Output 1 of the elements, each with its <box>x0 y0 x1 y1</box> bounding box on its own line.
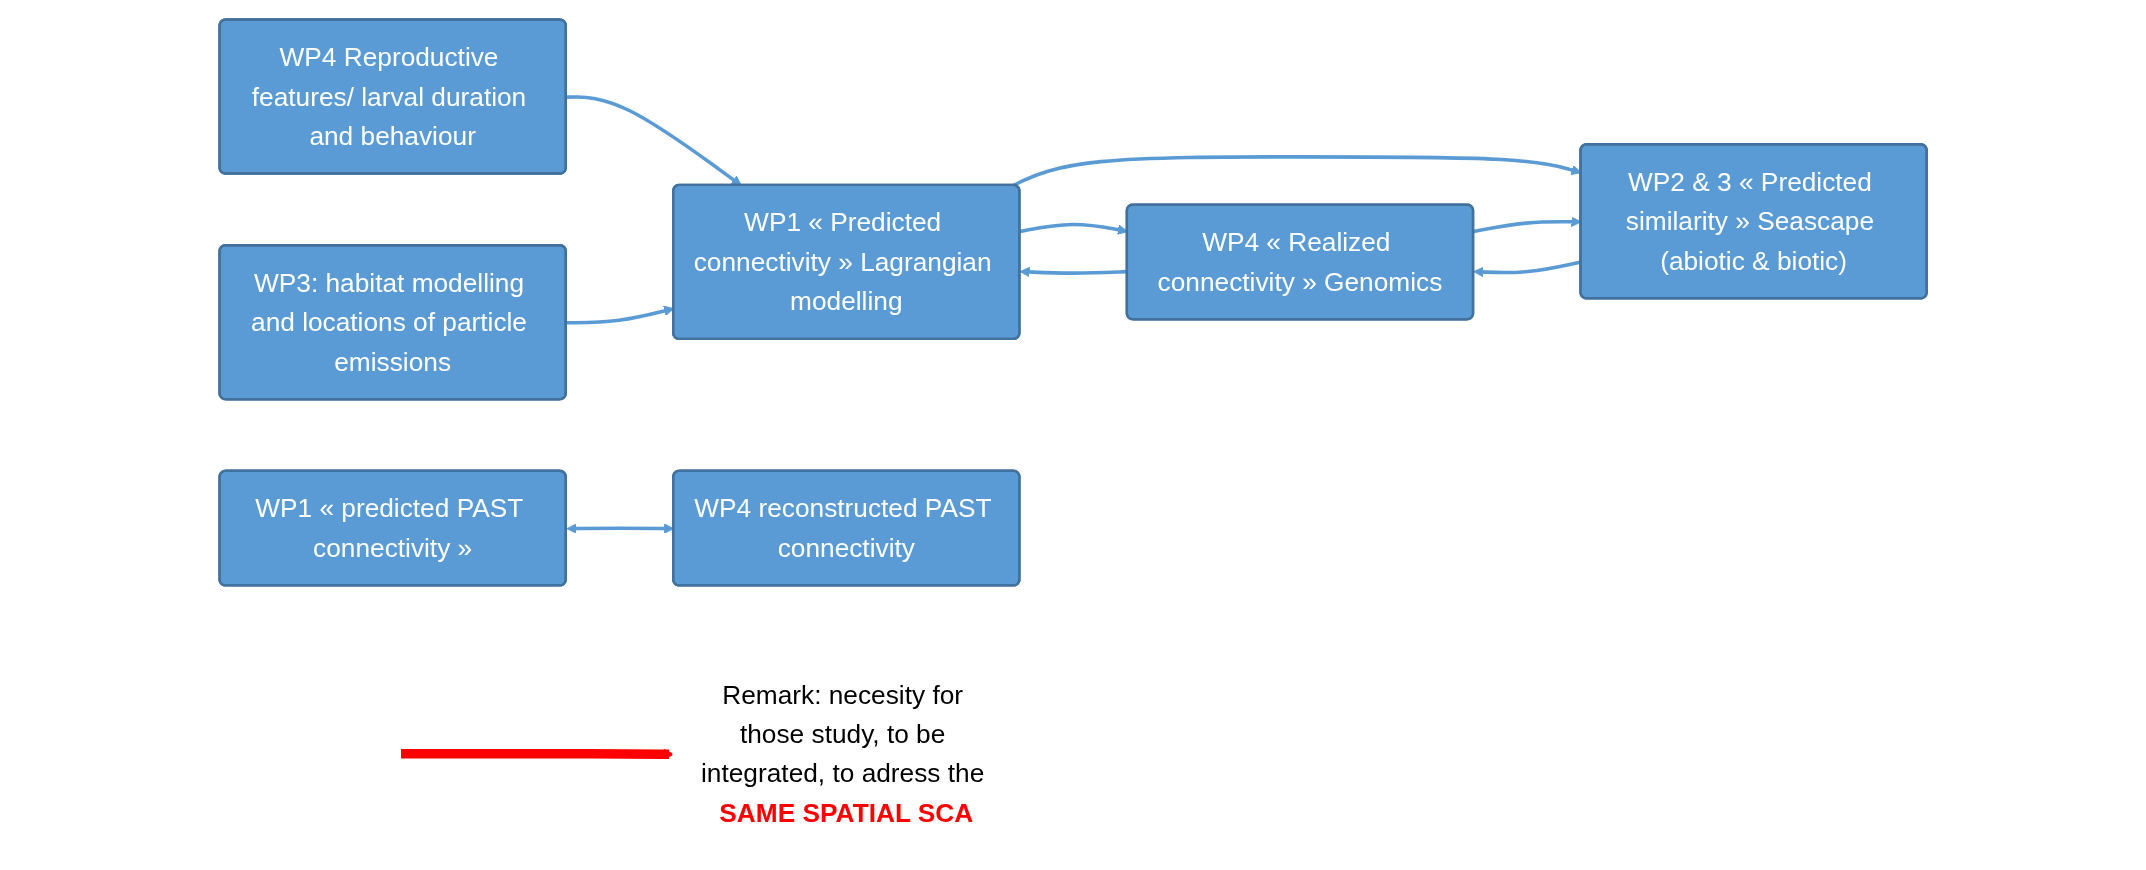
node-text: Remark: necesity for those study, to be integrated, to adress the SAME SPATIAL SCA <box>700 679 985 828</box>
